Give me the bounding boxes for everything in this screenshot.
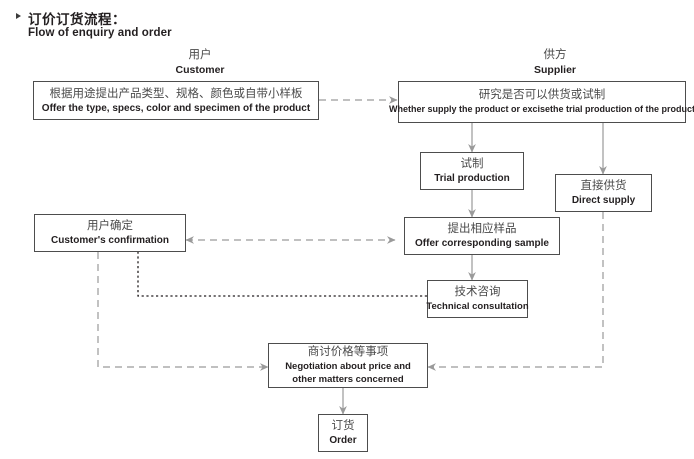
node-order-en: Order — [329, 435, 357, 446]
node-technical-consultation-en: Technical consultation — [426, 301, 529, 312]
node-customer-confirmation-en: Customer's confirmation — [51, 235, 169, 246]
page-title-en: Flow of enquiry and order — [28, 27, 172, 39]
column-header-supplier-cn: 供方 — [543, 49, 567, 61]
node-offer-request-cn: 根据用途提出产品类型、规格、颜色或自带小样板 — [49, 87, 303, 100]
node-whether-supply[interactable]: 研究是否可以供货或试制 Whether supply the product o… — [389, 81, 694, 123]
node-customer-confirmation-cn: 用户确定 — [87, 220, 133, 232]
node-offer-request[interactable]: 根据用途提出产品类型、规格、颜色或自带小样板 Offer the type, s… — [33, 81, 319, 120]
node-technical-consultation[interactable]: 技术咨询 Technical consultation — [426, 280, 529, 318]
column-header-customer-cn: 用户 — [188, 49, 212, 61]
node-negotiation[interactable]: 商讨价格等事项 Negotiation about price and othe… — [268, 343, 428, 388]
node-order-cn: 订货 — [331, 420, 355, 432]
node-offer-sample-cn: 提出相应样品 — [447, 223, 517, 235]
node-trial-production-cn: 试制 — [460, 158, 484, 170]
node-technical-consultation-cn: 技术咨询 — [454, 286, 501, 298]
column-header-supplier-en: Supplier — [533, 64, 576, 76]
node-whether-supply-en: Whether supply the product or excisethe … — [388, 104, 694, 114]
node-negotiation-cn: 商讨价格等事项 — [307, 346, 389, 358]
node-negotiation-en-line2: other matters concerned — [292, 374, 404, 385]
node-direct-supply-en: Direct supply — [571, 195, 636, 206]
node-offer-sample-en: Offer corresponding sample — [415, 238, 549, 249]
node-offer-sample[interactable]: 提出相应样品 Offer corresponding sample — [404, 217, 560, 255]
node-trial-production[interactable]: 试制 Trial production — [420, 152, 524, 190]
node-offer-request-en: Offer the type, specs, color and specime… — [41, 102, 311, 114]
node-order[interactable]: 订货 Order — [318, 414, 368, 452]
triangle-right-icon — [16, 13, 21, 19]
column-header-supplier: 供方 Supplier — [475, 48, 635, 77]
column-header-customer-en: Customer — [175, 64, 225, 76]
connector-customer-confirmation-to-negotiation — [97, 252, 269, 371]
column-header-customer: 用户 Customer — [120, 48, 280, 77]
node-whether-supply-cn: 研究是否可以供货或试制 — [478, 89, 606, 101]
connector-technical-consultation-to-customer-confirmation — [137, 252, 427, 297]
node-trial-production-en: Trial production — [434, 173, 510, 184]
node-customer-confirmation[interactable]: 用户确定 Customer's confirmation — [34, 214, 186, 252]
node-direct-supply[interactable]: 直接供货 Direct supply — [555, 174, 652, 212]
node-direct-supply-cn: 直接供货 — [580, 180, 627, 192]
node-negotiation-en-line1: Negotiation about price and — [285, 361, 411, 372]
page-title-cn: 订价订货流程： — [28, 12, 126, 27]
